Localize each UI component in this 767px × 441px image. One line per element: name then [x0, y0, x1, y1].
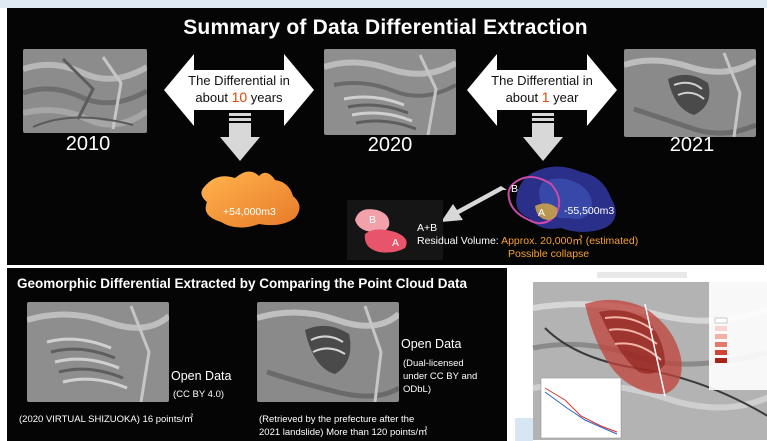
ten-highlight: 10	[231, 89, 248, 105]
terrain-image-open-data-2021	[257, 302, 399, 402]
license-left: (CC BY 4.0)	[173, 389, 225, 400]
summary-panel: Summary of Data Differential Extraction …	[7, 8, 764, 265]
double-arrow-10-years-icon	[164, 50, 314, 130]
differential-1-year-text: The Differential in about 1 year	[472, 72, 612, 106]
fill-volume-label: +54,000m3	[223, 206, 276, 218]
point-cloud-panel: Geomorphic Differential Extracted by Com…	[7, 268, 507, 441]
terrain-image-2010	[23, 49, 147, 133]
differential-analysis-map	[515, 268, 767, 441]
differential-10-years-text: The Differential in about 10 years	[169, 72, 309, 106]
open-data-heading-left: Open Data	[171, 369, 232, 383]
cut-volume-shape	[507, 166, 616, 232]
ab-text: A+B	[417, 222, 438, 234]
analysis-map-svg	[515, 268, 767, 441]
cut-label-a: A	[538, 207, 546, 219]
down-arrow-right-icon	[523, 113, 563, 166]
differential-10-line1: The Differential in	[188, 73, 290, 88]
down-arrow-left-icon	[220, 113, 260, 166]
differential-1-line1: The Differential in	[491, 73, 593, 88]
terrain-2020-svg	[324, 49, 456, 135]
open-data-heading-right: Open Data	[401, 337, 462, 351]
possible-collapse: Possible collapse	[508, 248, 590, 260]
license-right: (Dual-licensed under CC BY and ODbL)	[403, 358, 478, 395]
differential-1-line2: about 1 year	[505, 89, 579, 105]
terrain-br-svg	[257, 302, 399, 402]
terrain-image-2021	[624, 49, 756, 137]
caption-left: (2020 VIRTUAL SHIZUOKA) 16 points/㎡	[19, 414, 194, 425]
residual-shape	[355, 209, 407, 253]
terrain-image-open-data-2020	[27, 302, 169, 402]
terrain-image-2020	[324, 49, 456, 135]
caption-right: (Retrieved by the prefecture after the 2…	[259, 414, 428, 438]
residual-value: Approx. 20,000㎥ (estimated)	[501, 235, 639, 247]
terrain-bl-svg	[27, 302, 169, 402]
residual-line: Residual Volume: Approx. 20,000㎥ (estima…	[417, 235, 638, 248]
summary-title: Summary of Data Differential Extraction	[183, 16, 588, 39]
diagonal-arrow-icon	[441, 186, 507, 222]
year-2010: 2010	[65, 133, 111, 155]
double-arrow-1-year-icon	[467, 50, 617, 130]
terrain-2010-svg	[23, 49, 147, 133]
residual-label-a: A	[392, 237, 400, 249]
top-strip	[0, 0, 767, 8]
terrain-2021-svg	[624, 49, 756, 137]
cut-volume-label: -55,500m3	[564, 205, 615, 217]
residual-info: A+B Residual Volume: Approx. 20,000㎥ (es…	[417, 222, 638, 261]
residual-label-b: B	[369, 214, 377, 226]
differential-10-line2: about 10 years	[195, 89, 283, 105]
fill-volume-shape	[201, 171, 300, 228]
one-highlight: 1	[541, 89, 550, 105]
cut-label-b: B	[511, 183, 519, 195]
point-cloud-title: Geomorphic Differential Extracted by Com…	[17, 276, 468, 291]
year-2021: 2021	[669, 134, 715, 156]
year-2020: 2020	[367, 134, 413, 156]
residual-label: Residual Volume:	[417, 235, 502, 247]
